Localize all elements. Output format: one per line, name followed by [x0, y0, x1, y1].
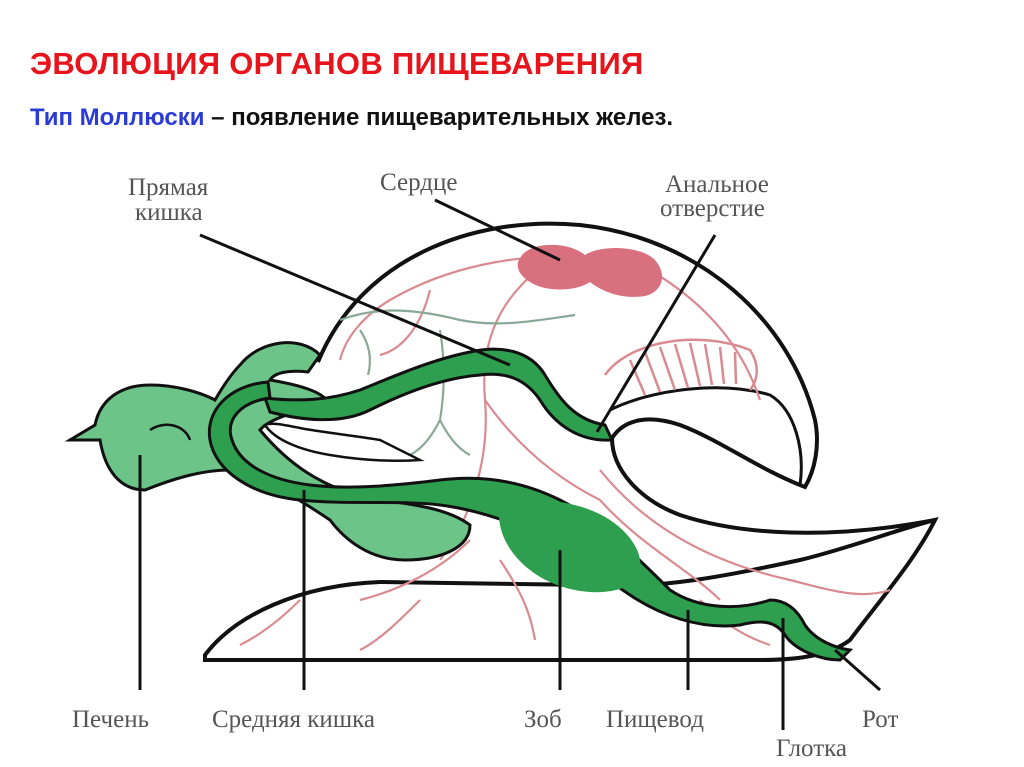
subtitle-rest: – появление пищеварительных желез.	[204, 104, 674, 131]
crop	[499, 500, 641, 593]
leader-lines	[138, 198, 881, 730]
mantle-inner-curve	[609, 386, 803, 486]
label-esophagus: Пищевод	[606, 706, 704, 733]
mollusc-foot	[203, 517, 939, 662]
mollusc-mantle	[316, 221, 936, 535]
label-rectum-line1: Прямая	[128, 174, 209, 201]
label-crop: Зоб	[524, 706, 562, 733]
liver-notch	[149, 423, 192, 441]
label-pharynx: Глотка	[776, 735, 847, 762]
label-anus-line1: Анальное	[665, 171, 769, 198]
rectum	[262, 347, 615, 442]
label-mouth: Рот	[862, 706, 898, 733]
label-liver: Печень	[72, 706, 149, 733]
label-heart: Сердце	[380, 169, 457, 196]
liver-gland	[64, 341, 472, 562]
type-label: Тип Моллюски	[30, 104, 205, 131]
midgut-lumen	[263, 422, 425, 462]
slide-subtitle: Тип Моллюски – появление пищеварительных…	[30, 104, 673, 132]
label-midgut: Средняя кишка	[212, 706, 375, 733]
blood-vessels	[239, 256, 891, 651]
label-rectum-line2: кишка	[135, 199, 203, 226]
label-anus-line2: отверстие	[660, 195, 765, 222]
slide-title: ЭВОЛЮЦИЯ ОРГАНОВ ПИЩЕВАРЕНИЯ	[30, 46, 644, 81]
heart-organ	[517, 244, 663, 297]
